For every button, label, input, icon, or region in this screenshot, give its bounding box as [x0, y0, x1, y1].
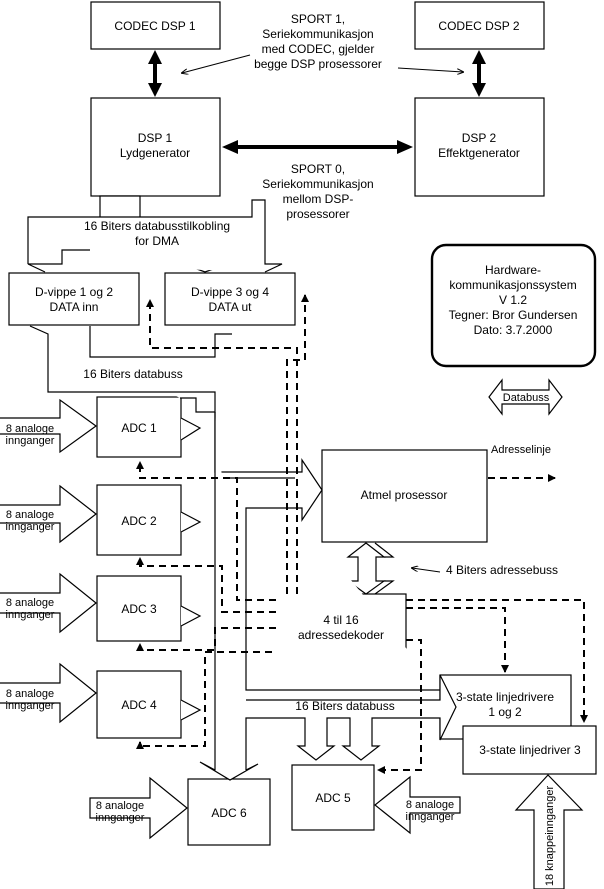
sport0-label-line-1: SPORT 0,: [291, 162, 345, 176]
sport0-label-line-3: mellom DSP-: [283, 192, 354, 206]
adc1-input-label-line-1: 8 analoge: [6, 423, 54, 435]
adc6-input-label-line-1: 8 analoge: [96, 800, 144, 812]
legend-info-line-2: kommunikasjonssystem: [449, 278, 576, 292]
legend-info-line-5: Dato: 3.7.2000: [474, 323, 553, 337]
dvippe-3-4-label-line-2: DATA ut: [209, 300, 253, 314]
adc6-box: [187, 778, 271, 846]
dsp2-box: [414, 97, 545, 197]
legend-info-line-3: V 1.2: [499, 293, 527, 307]
codec-dsp2-box: [414, 1, 545, 50]
driver3-label: 3-state linjedriver 3: [479, 743, 581, 757]
address-bus-label: 4 Biters adressebuss: [446, 563, 558, 577]
dma-bus-label-line-1: 16 Biters databusstilkobling: [84, 219, 230, 233]
addr-line-adc4: [136, 651, 272, 749]
adc4-input-label-line-2: innganger: [6, 700, 55, 712]
dvippe-1-2-label-line-1: D-vippe 1 og 2: [35, 285, 113, 299]
addr-line-dvippe12: [146, 299, 298, 594]
adc4-label: ADC 4: [121, 698, 157, 712]
address-bus-arrow: [346, 542, 386, 595]
adc1-input-label-line-2: innganger: [6, 435, 55, 447]
dsp1-label-line-1: DSP 1: [138, 131, 173, 145]
adc1-box: [96, 396, 182, 458]
line-driver-3-box: [462, 725, 597, 775]
dvippe-1-2-box: [8, 272, 140, 326]
legend-address-line-label: Adresselinje: [491, 444, 551, 456]
dvippe-3-4-label-line-1: D-vippe 3 og 4: [191, 285, 269, 299]
adc5-input-arrow: [374, 775, 461, 835]
addr-line-drivers12: [406, 607, 509, 673]
addr-line-adc3: [136, 627, 276, 651]
sport1-label-line-2: Seriekommunikasjon: [262, 27, 373, 41]
sport1-label-line-3: med CODEC, gjelder: [262, 42, 375, 56]
adc2-input-arrow: [0, 484, 97, 544]
adc5-box: [291, 764, 375, 831]
adc5-label: ADC 5: [315, 791, 351, 805]
adc4-box: [96, 670, 182, 739]
dma-bus-label-line-2: for DMA: [135, 234, 179, 248]
adc6-input-arrow: [89, 776, 188, 840]
button-input-arrow: [514, 774, 584, 889]
drivers-1-2-label-line-2: 1 og 2: [488, 705, 522, 719]
adc3-input-label-line-1: 8 analoge: [6, 597, 54, 609]
databus-bottom: [199, 412, 457, 781]
adc4-input-label-line-1: 8 analoge: [6, 688, 54, 700]
adc3-label: ADC 3: [121, 602, 157, 616]
addr-line-dvippe34: [286, 294, 309, 594]
databus-bottom-label: 16 Biters databuss: [295, 699, 394, 713]
dsp2-label-line-1: DSP 2: [462, 131, 497, 145]
databus-left-arrow: [29, 325, 216, 413]
adc3-input-arrow: [0, 572, 97, 634]
adc6-label: ADC 6: [211, 806, 247, 820]
atmel-processor-box: [321, 449, 488, 543]
dvippe-3-4-box: [164, 272, 296, 326]
adc6-input-label-line-2: innganger: [96, 812, 145, 824]
adc1-input-arrow: [0, 398, 98, 454]
legend-info-box: [430, 243, 597, 368]
adc2-input-label-line-1: 8 analoge: [6, 509, 54, 521]
dsp1-box: [90, 97, 221, 197]
adc2-input-label-line-2: innganger: [6, 521, 55, 533]
legend-databus-arrow: [488, 378, 563, 416]
decoder-label-line-1: 4 til 16: [323, 613, 359, 627]
sport0-label-line-4: prosessorer: [286, 207, 349, 221]
sport1-label-line-4: begge DSP prosessorer: [254, 57, 382, 71]
dsp2-label-line-2: Effektgenerator: [438, 146, 520, 160]
legend-info-line-1: Hardware-: [485, 263, 541, 277]
adc3-input-label-line-2: innganger: [6, 609, 55, 621]
legend-info-line-4: Tegner: Bror Gundersen: [449, 308, 578, 322]
adc2-box: [96, 484, 182, 556]
adc5-input-label-line-1: 8 analoge: [406, 799, 454, 811]
adc1-label: ADC 1: [121, 421, 157, 435]
databus-left-label: 16 Biters databuss: [83, 367, 182, 381]
atmel-label: Atmel prosessor: [361, 488, 448, 502]
codec-dsp1-box: [90, 1, 221, 50]
button-input-label: 18 knappeinnganger: [544, 786, 556, 887]
adc2-label: ADC 2: [121, 514, 157, 528]
dvippe-1-2-label-line-2: DATA inn: [50, 300, 99, 314]
decoder-label-line-2: adressedekoder: [298, 628, 384, 642]
codec-dsp2-label: CODEC DSP 2: [438, 19, 519, 33]
dsp1-label-line-2: Lydgenerator: [120, 146, 190, 160]
codec-dsp1-label: CODEC DSP 1: [114, 19, 195, 33]
adc3-box: [96, 575, 182, 642]
sport0-label-line-2: Seriekommunikasjon: [262, 177, 373, 191]
legend-databus-label: Databuss: [503, 392, 550, 404]
adc4-input-arrow: [0, 662, 97, 724]
sport1-label-line-1: SPORT 1,: [291, 12, 345, 26]
adc5-input-label-line-2: innganger: [406, 811, 455, 823]
addr-line-adc2: [136, 557, 276, 613]
addr-line-adc1: [136, 461, 276, 601]
drivers-1-2-label-line-1: 3-state linjedrivere: [456, 690, 554, 704]
